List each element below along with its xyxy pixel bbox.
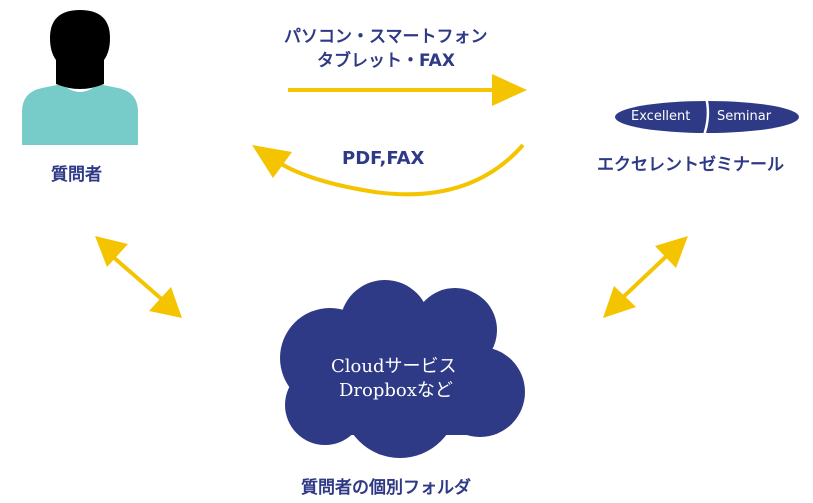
- arrow-left-curved: [252, 143, 525, 197]
- arrow-right: [288, 74, 527, 106]
- arrow-left-label: PDF,FAX: [342, 148, 425, 169]
- cloud-shape: [280, 280, 525, 458]
- cloud-caption: 質問者の個別フォルダ: [301, 478, 471, 498]
- double-arrow-questioner-cloud: [95, 236, 182, 318]
- logo-text-right: Seminar: [717, 109, 772, 124]
- double-arrow-seminar-cloud: [603, 236, 688, 318]
- arrow-right-label-line1: パソコン・スマートフォン: [284, 27, 488, 47]
- cloud-text-line1: Cloudサービス: [331, 356, 457, 377]
- seminar-label: エクセレントゼミナール: [597, 155, 784, 175]
- logo-text-left: Excellent: [631, 109, 691, 124]
- arrow-right-label-line2: タブレット・FAX: [317, 51, 455, 71]
- person-head: [50, 10, 110, 89]
- person-shirt: [22, 84, 138, 145]
- excellent-seminar-logo: [615, 96, 799, 139]
- questioner-label: 質問者: [51, 165, 102, 185]
- cloud-text-line2: Dropboxなど: [339, 380, 453, 401]
- person-silhouette-icon: [22, 10, 138, 145]
